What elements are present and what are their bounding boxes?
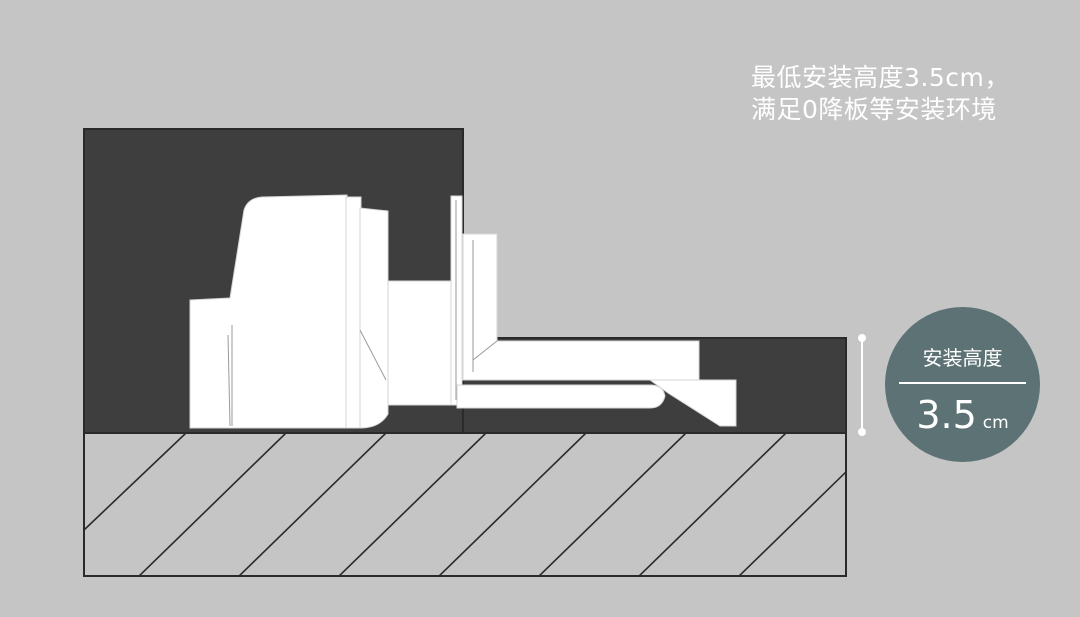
badge-value: 3.5 — [916, 393, 977, 437]
floor-slab — [83, 432, 847, 577]
hatch-line — [537, 433, 687, 576]
hatch-line — [237, 433, 387, 576]
hatch-line — [737, 470, 846, 576]
headline-text: 最低安装高度3.5cm， 满足0降板等安装环境 — [751, 62, 1010, 126]
hatch-line — [137, 433, 287, 576]
hatch-line — [437, 433, 587, 576]
headline-line-2: 满足0降板等安装环境 — [751, 95, 997, 124]
hatch-line — [637, 433, 787, 576]
badge-label: 安装高度 — [922, 346, 1003, 370]
badge-unit: cm — [982, 413, 1009, 433]
device-front-cap — [359, 207, 389, 429]
device-pipe — [387, 280, 452, 406]
height-dimension-marker — [858, 334, 866, 436]
hatch-line — [84, 433, 187, 531]
outlet-wedge — [648, 379, 737, 427]
device-details — [227, 200, 498, 427]
badge-divider — [899, 382, 1026, 384]
outlet-nozzle — [456, 384, 666, 409]
outlet-bracket — [462, 233, 700, 381]
headline-line-1: 最低安装高度3.5cm， — [751, 63, 1010, 92]
device-collar — [345, 196, 362, 429]
hatch-line — [337, 433, 487, 576]
